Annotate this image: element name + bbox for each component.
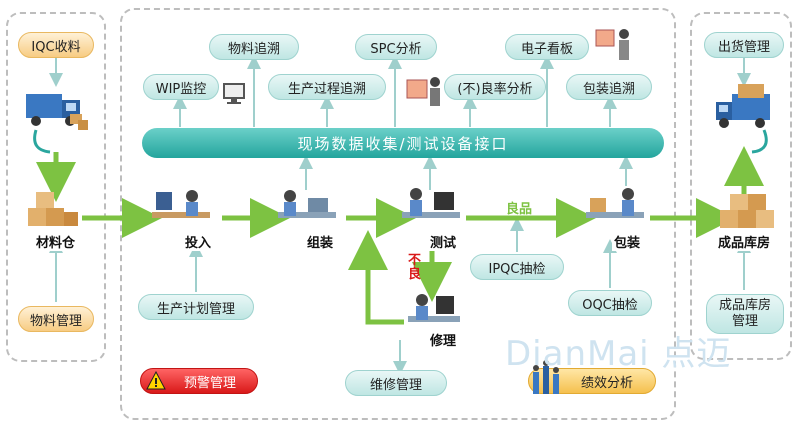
kanban-viewer-icon: [594, 26, 634, 66]
test-station-icon: [398, 184, 464, 234]
ipqc-inspection-pill: IPQC抽检: [470, 254, 564, 280]
operators-icon: [530, 360, 564, 396]
input-station-label: 投入: [183, 232, 214, 251]
finished-goods-boxes-icon: [716, 188, 778, 232]
center-zone: [120, 8, 676, 420]
finished-goods-store-label: 成品库房: [716, 232, 773, 251]
data-collection-bar: 现场数据收集/测试设备接口: [142, 128, 664, 158]
finished-goods-mgmt-line1: 成品库房: [718, 298, 771, 313]
finished-goods-mgmt-line2: 管理: [731, 314, 758, 329]
monitor-icon: [222, 82, 248, 106]
input-station-icon: [148, 184, 214, 234]
watermark: DianMai 点迈: [505, 334, 732, 374]
good-product-label: 良品: [506, 202, 533, 217]
assembly-station-label: 组装: [305, 232, 336, 251]
spc-analysis-pill: SPC分析: [355, 34, 437, 60]
repair-station-icon: [404, 290, 464, 336]
pack-station-label: 包装: [612, 232, 643, 251]
test-station-label: 测试: [428, 232, 459, 251]
packing-trace-pill: 包装追溯: [566, 74, 652, 100]
warning-icon: [146, 370, 166, 391]
performance-analysis-pill: 绩效分析: [528, 368, 656, 394]
production-plan-pill: 生产计划管理: [138, 294, 254, 320]
left-zone: [6, 12, 106, 362]
finished-goods-mgmt-pill: 成品库房 管理: [706, 294, 784, 334]
oqc-inspection-pill: OQC抽检: [568, 290, 652, 316]
analyst-icon: [403, 72, 445, 114]
repair-station-label: 修理: [428, 330, 459, 349]
material-boxes-icon: [24, 188, 80, 232]
shipping-management-pill: 出货管理: [704, 32, 784, 58]
material-trace-pill: 物料追溯: [209, 34, 299, 60]
right-zone: [690, 12, 792, 360]
repair-management-pill: 维修管理: [345, 370, 447, 396]
wip-monitor-pill: WIP监控: [143, 74, 219, 100]
defect-rate-pill: (不)良率分析: [444, 74, 546, 100]
pack-station-icon: [582, 186, 648, 234]
assembly-station-icon: [274, 184, 340, 234]
truck-icon: [22, 84, 92, 134]
material-management-pill: 物料管理: [18, 306, 94, 332]
shipping-truck-icon: [708, 84, 780, 136]
material-warehouse-label: 材料仓: [34, 232, 78, 251]
process-trace-pill: 生产过程追溯: [268, 74, 386, 100]
e-kanban-pill: 电子看板: [505, 34, 589, 60]
iqc-receiving-pill: IQC收料: [18, 32, 94, 58]
defect-label: 不 良: [408, 253, 422, 282]
